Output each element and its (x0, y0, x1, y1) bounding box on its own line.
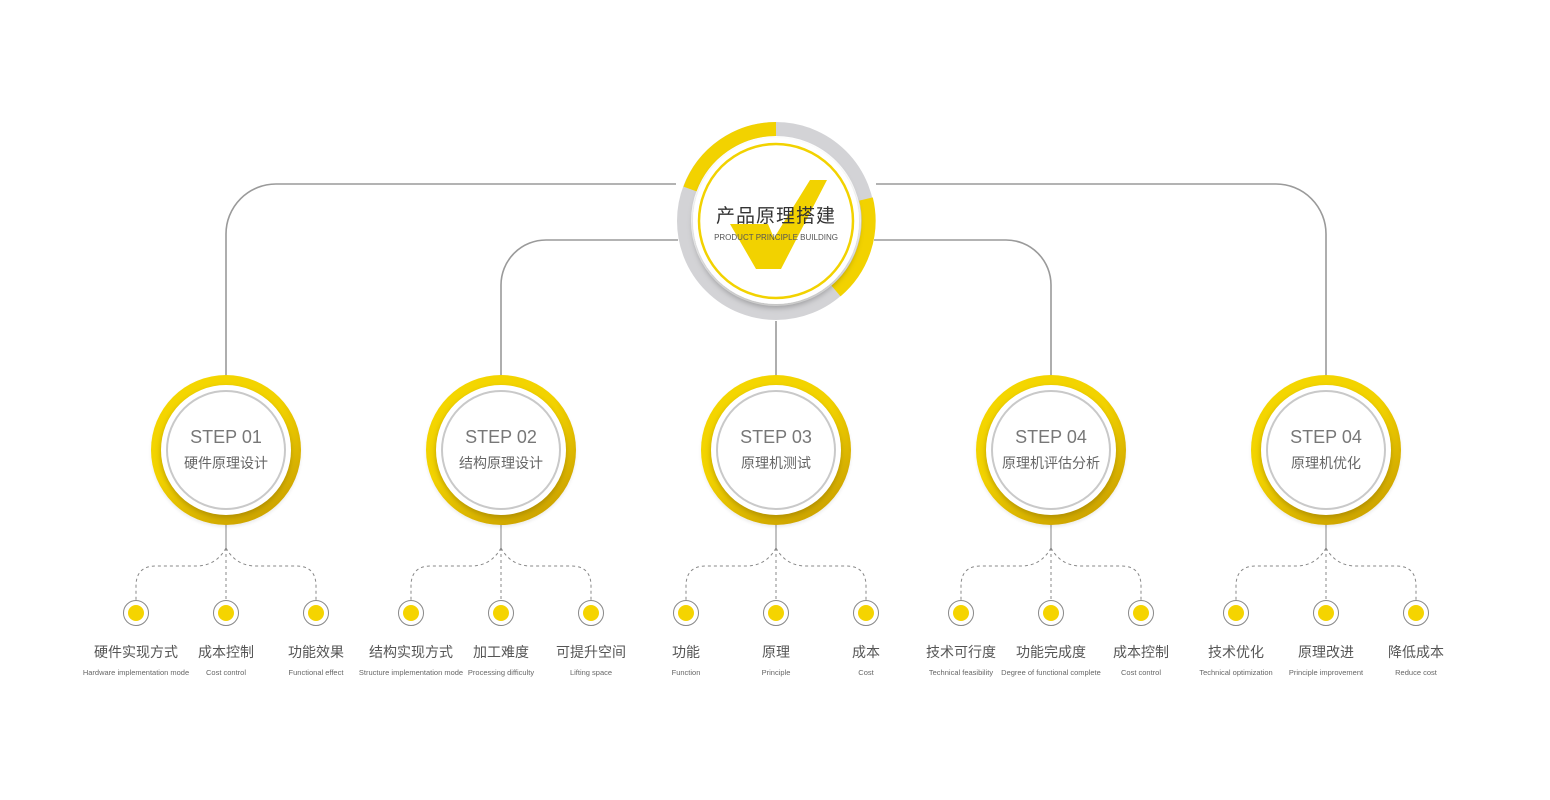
step-node-4: STEP 04 原理机评估分析 (976, 375, 1126, 525)
connector-hub-step2 (500, 239, 678, 376)
leaf-english-label: Lifting space (569, 668, 613, 677)
leaf-english-label: Cost control (1120, 668, 1162, 677)
leaf-connector (225, 547, 317, 600)
leaf-english-label: Cost (858, 668, 874, 677)
step-disc (711, 385, 841, 515)
leaf-label: 原理改进 (1298, 645, 1354, 661)
leaf-label: 可提升空间 (556, 645, 626, 661)
step-disc (161, 385, 291, 515)
leaf-english-label: Cost control (205, 668, 247, 677)
step-inner-ring (166, 390, 286, 510)
leaf-connector (1325, 547, 1417, 600)
leaf-label: 功能完成度 (1016, 645, 1086, 661)
connector-hub-step1 (225, 183, 676, 376)
leaf-label: 成本控制 (1113, 645, 1169, 661)
step-node-5: STEP 04 原理机优化 (1251, 375, 1401, 525)
leaf-label: 加工难度 (473, 645, 529, 661)
step-number: STEP 01 (190, 427, 262, 447)
leaf-english-label: Technical feasibility (928, 668, 994, 677)
leaf-dot-icon (303, 600, 329, 626)
hub-title: 产品原理搭建 (715, 205, 836, 227)
leaf-connector (410, 547, 502, 600)
step-disc (1261, 385, 1391, 515)
leaf-dot-icon (673, 600, 699, 626)
leaf-english-label: Hardware implementation mode (82, 668, 190, 677)
step-name: 原理机评估分析 (1002, 456, 1100, 472)
connector-hub-step5 (876, 183, 1327, 376)
step-inner-ring (716, 390, 836, 510)
leaf-dot-icon (488, 600, 514, 626)
leaf-dot-icon (1038, 600, 1064, 626)
leaf-dot-icon (123, 600, 149, 626)
leaf-dot-icon (213, 600, 239, 626)
leaf-dot-icon (1313, 600, 1339, 626)
leaf-connector (135, 547, 227, 600)
leaf-dot-icon (853, 600, 879, 626)
leaf-dot-icon (578, 600, 604, 626)
leaf-label: 结构实现方式 (369, 645, 453, 661)
leaf-connector (1235, 547, 1327, 600)
leaf-english-label: Structure implementation mode (358, 668, 464, 677)
step-name: 硬件原理设计 (184, 456, 268, 472)
leaf-english-label: Technical optimization (1199, 668, 1273, 677)
step-number: STEP 02 (465, 427, 537, 447)
leaf-english-label: Principle improvement (1288, 668, 1364, 677)
leaf-label: 降低成本 (1388, 645, 1444, 661)
step-node-2: STEP 02 结构原理设计 (426, 375, 576, 525)
leaf-dot-icon (1223, 600, 1249, 626)
leaf-english-label: Function (671, 668, 701, 677)
leaf-english-label: Principle (761, 668, 791, 677)
leaf-english-label: Degree of functional complete (1001, 668, 1101, 677)
step-number: STEP 04 (1015, 427, 1087, 447)
hub-node: 产品原理搭建 PRODUCT PRINCIPLE BUILDING (676, 121, 876, 321)
leaf-dot-icon (1128, 600, 1154, 626)
step-number: STEP 04 (1290, 427, 1362, 447)
step-number: STEP 03 (740, 427, 812, 447)
leaf-label: 功能 (672, 645, 700, 661)
leaf-label: 功能效果 (288, 645, 344, 661)
leaf-dot-icon (1403, 600, 1429, 626)
leaf-dot-icon (763, 600, 789, 626)
leaf-english-label: Reduce cost (1395, 668, 1437, 677)
hub-ring (677, 122, 876, 320)
step-name: 原理机测试 (741, 456, 811, 472)
leaf-dot-icon (398, 600, 424, 626)
leaf-connector (500, 547, 592, 600)
step-disc (436, 385, 566, 515)
step-name: 原理机优化 (1291, 456, 1361, 472)
hub-subtitle: PRODUCT PRINCIPLE BUILDING (714, 233, 838, 242)
leaf-label: 成本 (852, 645, 880, 661)
leaf-label: 技术优化 (1208, 645, 1264, 661)
leaf-dot-icon (948, 600, 974, 626)
check-mark-icon (730, 180, 827, 269)
step-inner-ring (441, 390, 561, 510)
leaf-label: 硬件实现方式 (94, 645, 178, 661)
step-inner-ring (1266, 390, 1386, 510)
leaf-label: 原理 (762, 645, 790, 661)
leaf-connector (775, 547, 867, 600)
leaf-english-label: Processing difficulty (467, 668, 535, 677)
leaf-connector (1050, 547, 1142, 600)
step-disc (986, 385, 1116, 515)
leaf-label: 成本控制 (198, 645, 254, 661)
connector-hub-step4 (874, 239, 1052, 376)
leaf-english-label: Functional effect (288, 668, 344, 677)
step-name: 结构原理设计 (459, 456, 543, 472)
leaf-label: 技术可行度 (926, 645, 996, 661)
step-node-1: STEP 01 硬件原理设计 (151, 375, 301, 525)
leaf-connector (685, 547, 777, 600)
step-node-3: STEP 03 原理机测试 (701, 375, 851, 525)
leaf-connector (960, 547, 1052, 600)
step-inner-ring (991, 390, 1111, 510)
